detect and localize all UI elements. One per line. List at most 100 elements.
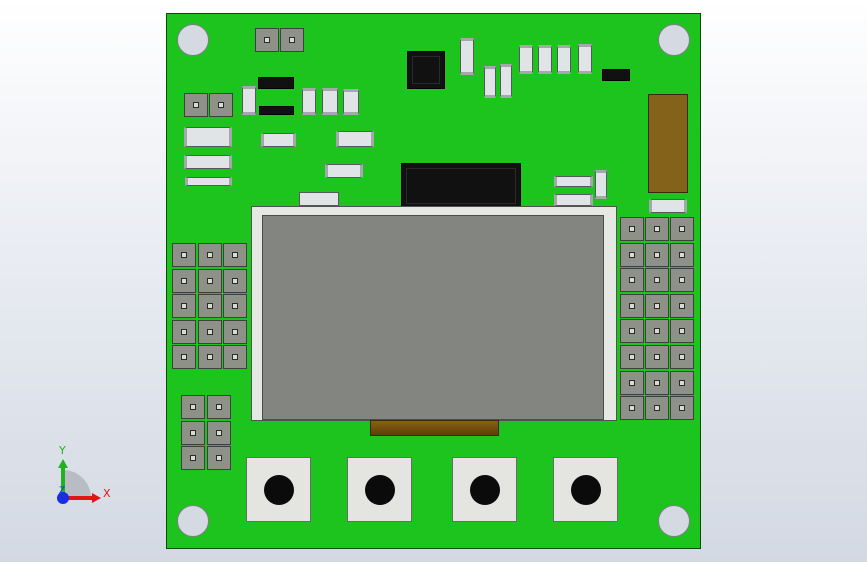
button-cap (470, 475, 500, 505)
push-button-4[interactable] (553, 457, 618, 522)
push-button-2[interactable] (347, 457, 412, 522)
smd-component (554, 176, 593, 187)
smd-component (538, 45, 552, 74)
header-pin (620, 370, 644, 395)
header-pin (670, 268, 694, 293)
jumper-pad (209, 93, 233, 117)
header-pin (645, 242, 669, 267)
header-pin (645, 370, 669, 395)
header-pin (223, 294, 247, 318)
header-pin (206, 446, 231, 470)
z-axis-label: Z (59, 486, 66, 496)
header-pin (620, 293, 644, 318)
header-pin (197, 294, 222, 318)
smd-component (302, 88, 316, 115)
jumper-pad (184, 93, 208, 117)
header-pin (181, 420, 205, 445)
smd-component (184, 127, 232, 147)
header-pin (172, 268, 196, 293)
header-pin (197, 268, 222, 293)
header-pin (172, 294, 196, 318)
push-button-1[interactable] (246, 457, 311, 522)
header-pin (172, 345, 196, 369)
lcd-connector-housing (401, 163, 521, 209)
header-pin (223, 268, 247, 293)
smd-component (299, 192, 339, 206)
ic-chip (407, 51, 445, 89)
button-cap (264, 475, 294, 505)
lcd-flex-cable (370, 420, 499, 436)
ic-small (602, 69, 630, 81)
header-pin (645, 319, 669, 344)
z-axis-marker (57, 492, 69, 504)
header-pin (206, 420, 231, 445)
header-pin (620, 268, 644, 293)
header-pin (620, 242, 644, 267)
header-pin (223, 243, 247, 267)
smd-component (460, 38, 474, 75)
smd-component (325, 164, 363, 178)
jumper-pad (255, 28, 279, 52)
header-pin (181, 395, 205, 419)
smd-component (185, 177, 232, 186)
header-pin (206, 395, 231, 419)
header-pin (197, 243, 222, 267)
smd-component (557, 45, 571, 74)
smd-component (184, 155, 232, 169)
smd-component (578, 44, 592, 74)
push-button-3[interactable] (452, 457, 517, 522)
smd-component (242, 86, 256, 115)
smd-component (519, 45, 533, 74)
smd-component (484, 66, 496, 98)
smd-component (554, 194, 593, 206)
header-pin (181, 446, 205, 470)
mounting-hole-top-right (658, 24, 690, 56)
ic-small (258, 77, 294, 89)
header-pin (197, 345, 222, 369)
smd-component (261, 133, 296, 147)
header-pin (645, 345, 669, 369)
ic-small (259, 106, 294, 115)
header-pin (645, 293, 669, 318)
header-pin (670, 345, 694, 369)
jumper-pad (280, 28, 304, 52)
brown-connector (648, 94, 688, 193)
header-pin (620, 319, 644, 344)
button-cap (571, 475, 601, 505)
header-pin (670, 242, 694, 267)
smd-component (500, 64, 512, 98)
mounting-hole-bottom-left (177, 505, 209, 537)
triad-arc (63, 470, 91, 498)
header-pin (645, 268, 669, 293)
header-pin (620, 217, 644, 241)
pcb-board[interactable] (166, 13, 701, 549)
lcd-screen[interactable] (262, 215, 604, 420)
smd-component (322, 88, 338, 115)
header-pin (223, 319, 247, 344)
smd-component (595, 170, 607, 199)
header-pin (670, 293, 694, 318)
header-pin (172, 243, 196, 267)
header-pin (197, 319, 222, 344)
header-pin (670, 217, 694, 241)
header-pin (645, 217, 669, 241)
header-pin (620, 396, 644, 421)
smd-component (336, 131, 374, 147)
smd-component (649, 199, 687, 213)
header-pin (670, 319, 694, 344)
button-cap (365, 475, 395, 505)
header-pin (172, 319, 196, 344)
mounting-hole-bottom-right (658, 505, 690, 537)
header-pin (620, 345, 644, 369)
header-pin (645, 396, 669, 421)
mounting-hole-top-left (177, 24, 209, 56)
x-axis-label: X (103, 487, 111, 500)
y-axis-label: Y (59, 444, 66, 457)
header-pin (670, 396, 694, 421)
header-pin (223, 345, 247, 369)
lcd-frame (251, 206, 617, 421)
coordinate-triad (57, 459, 101, 504)
header-pin (670, 370, 694, 395)
smd-component (343, 89, 359, 115)
